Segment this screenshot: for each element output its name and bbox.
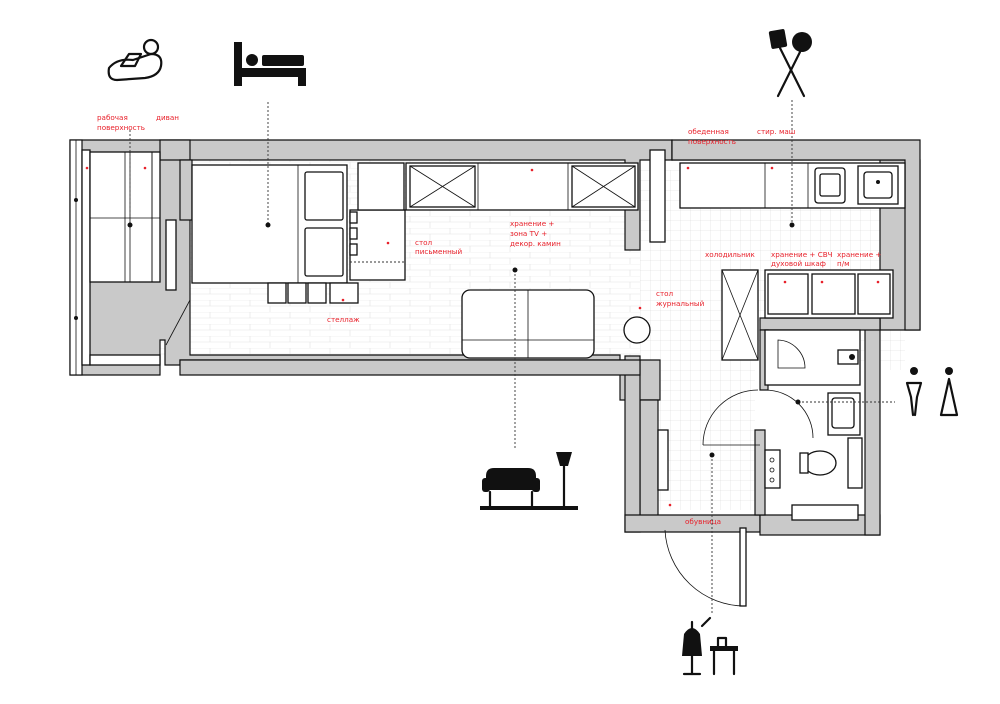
label-storage-tv-2: зона TV + bbox=[510, 229, 547, 238]
label-work-surface-2: поверхность bbox=[97, 123, 145, 132]
window-left bbox=[69, 139, 91, 376]
connector-lines bbox=[129, 100, 895, 615]
room-labels: рабочая поверхность диван стол письменны… bbox=[97, 113, 881, 526]
label-dining: обеденная bbox=[688, 127, 729, 136]
label-sofa: диван bbox=[156, 113, 179, 122]
label-fridge: холодильник bbox=[705, 250, 755, 259]
entrance bbox=[657, 429, 747, 607]
label-work-surface: рабочая bbox=[97, 113, 128, 122]
room-markers bbox=[127, 222, 801, 458]
sofa-workspace bbox=[89, 151, 191, 366]
label-shoe-cabinet: обувница bbox=[685, 517, 721, 526]
desk-rack bbox=[267, 162, 406, 304]
sofa-lamp-icon bbox=[480, 452, 578, 510]
bed-icon bbox=[234, 42, 306, 86]
label-storage-tv: хранение + bbox=[510, 219, 554, 228]
label-microwave-2: духовой шкаф bbox=[771, 259, 826, 268]
label-storage-tv-3: декор. камин bbox=[510, 239, 561, 248]
label-desk: стол bbox=[415, 238, 432, 247]
label-markers bbox=[85, 166, 880, 507]
coat-rack-icon bbox=[682, 616, 738, 676]
label-microwave: хранение + СВЧ bbox=[771, 250, 833, 259]
coffee-table bbox=[623, 316, 651, 344]
tv-storage bbox=[405, 162, 639, 211]
label-rack: стеллаж bbox=[327, 315, 360, 324]
label-washer: стир. маш bbox=[757, 127, 795, 136]
label-storage-pm: хранение + bbox=[837, 250, 881, 259]
wc-icon bbox=[905, 367, 959, 417]
bathroom bbox=[702, 329, 863, 521]
person-laptop-icon bbox=[107, 38, 163, 82]
label-dining-2: поверхность bbox=[688, 137, 736, 146]
label-coffee-table-2: журнальный bbox=[656, 299, 705, 308]
kitchen bbox=[679, 162, 906, 361]
label-desk-2: письменный bbox=[415, 247, 462, 256]
kitchen-utensils-icon bbox=[768, 29, 812, 98]
couch bbox=[461, 289, 595, 359]
label-coffee-table: стол bbox=[656, 289, 673, 298]
label-storage-pm-2: п/м bbox=[837, 259, 850, 268]
